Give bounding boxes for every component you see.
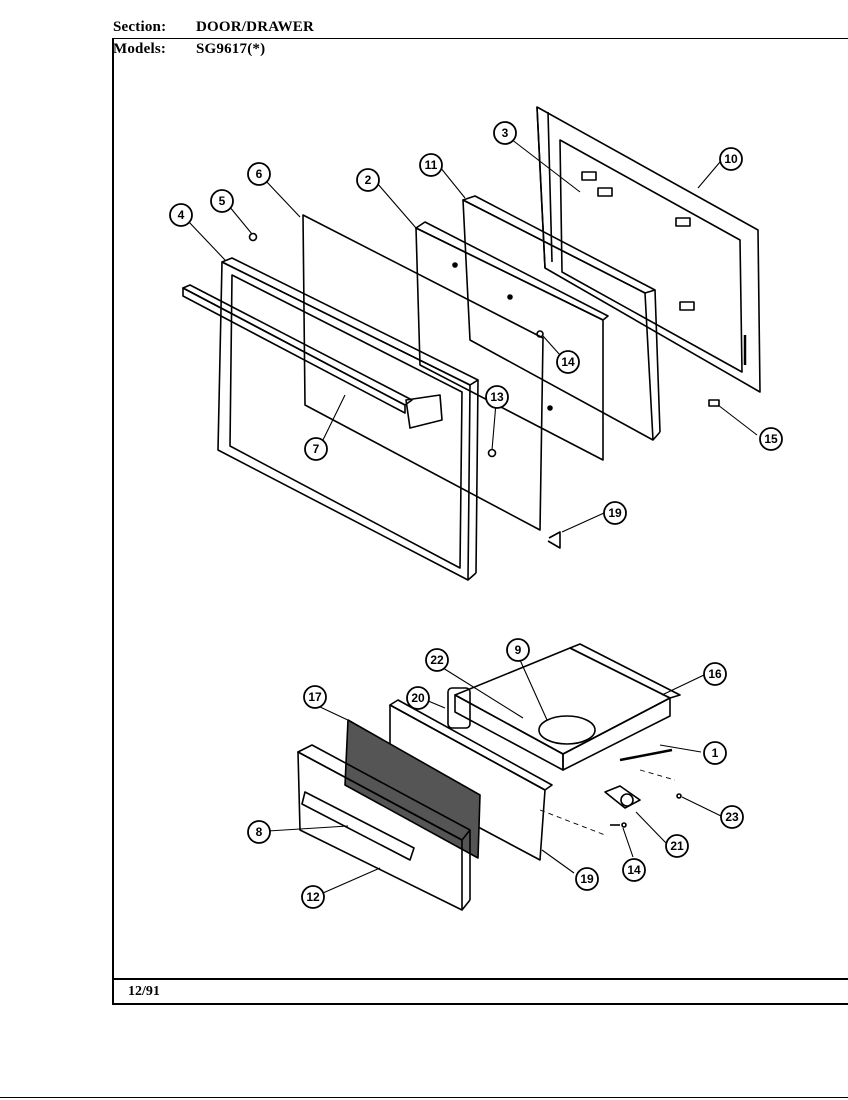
bracket-19 bbox=[547, 531, 561, 549]
callout-circle-door-13 bbox=[485, 385, 509, 409]
callout-circle-door-2 bbox=[356, 168, 380, 192]
callout-circle-drawer-12 bbox=[301, 885, 325, 909]
leader-lines bbox=[187, 138, 758, 894]
models-label: Models: bbox=[113, 41, 167, 57]
callout-circle-drawer-14 bbox=[622, 858, 646, 882]
callout-label-drawer-17: 17 bbox=[308, 690, 322, 704]
callout-label-drawer-20: 20 bbox=[411, 691, 425, 705]
models-value: SG9617(*) bbox=[196, 41, 266, 57]
callout-label-door-15: 15 bbox=[764, 432, 778, 446]
callout-label-drawer-8: 8 bbox=[256, 825, 263, 839]
callout-circle-door-4 bbox=[169, 203, 193, 227]
callout-circle-door-5 bbox=[210, 189, 234, 213]
callout-circle-door-14 bbox=[556, 350, 580, 374]
screw-13 bbox=[487, 448, 497, 458]
callout-circle-drawer-1 bbox=[703, 741, 727, 765]
callout-label-drawer-21: 21 bbox=[670, 839, 684, 853]
door-glass-panel-6 bbox=[302, 214, 544, 531]
callout-circle-drawer-23 bbox=[720, 805, 744, 829]
screw-14 bbox=[536, 330, 544, 338]
callout-label-drawer-14: 14 bbox=[627, 863, 641, 877]
callout-label-door-11: 11 bbox=[425, 158, 438, 172]
callout-label-door-6: 6 bbox=[256, 167, 263, 181]
guide-lines bbox=[539, 769, 676, 836]
section-header: Section: DOOR/DRAWER bbox=[113, 19, 314, 36]
callout-label-drawer-1: 1 bbox=[712, 746, 719, 760]
footer-rule-bottom bbox=[112, 1003, 848, 1005]
callout-circle-door-7 bbox=[304, 437, 328, 461]
callout-label-door-5: 5 bbox=[219, 194, 226, 208]
models-header: Models: SG9617(*) bbox=[113, 41, 265, 58]
callout-circle-drawer-16 bbox=[703, 662, 727, 686]
door-handle-bar bbox=[182, 284, 443, 429]
callout-label-door-3: 3 bbox=[502, 126, 509, 140]
callout-label-door-13: 13 bbox=[490, 390, 504, 404]
door-outer-frame bbox=[217, 257, 479, 581]
callout-label-drawer-16: 16 bbox=[708, 667, 722, 681]
drawer-body bbox=[454, 643, 681, 771]
door-inner-liner bbox=[462, 195, 661, 441]
callout-circle-door-15 bbox=[759, 427, 783, 451]
callout-label-door-7: 7 bbox=[313, 442, 320, 456]
callout-circle-drawer-21 bbox=[665, 834, 689, 858]
callout-circle-drawer-17 bbox=[303, 685, 327, 709]
clip-15 bbox=[708, 399, 720, 407]
screw-5 bbox=[248, 232, 258, 242]
callout-label-drawer-12: 12 bbox=[306, 890, 320, 904]
page-bottom-rule bbox=[0, 1097, 848, 1098]
callout-label-door-19: 19 bbox=[608, 506, 622, 520]
callout-label-drawer-9: 9 bbox=[515, 643, 522, 657]
callout-circle-door-3 bbox=[493, 121, 517, 145]
callout-group: 3 10 6 2 11 5 4 14 13 7 15 19 22 9 16 20 17 1 8 23 21 14 19 12 bbox=[169, 121, 783, 909]
section-label: Section: bbox=[113, 19, 167, 35]
callout-label-door-4: 4 bbox=[178, 208, 185, 222]
callout-label-door-2: 2 bbox=[365, 173, 372, 187]
callout-circle-drawer-8 bbox=[247, 820, 271, 844]
drawer-bracket bbox=[604, 785, 682, 828]
footer-date: 12/91 bbox=[128, 984, 160, 999]
section-value: DOOR/DRAWER bbox=[196, 19, 315, 35]
door-glass-panel-2 bbox=[415, 221, 609, 461]
callout-label-door-10: 10 bbox=[724, 152, 738, 166]
callout-circle-door-10 bbox=[719, 147, 743, 171]
footer-rule-top bbox=[112, 978, 848, 980]
callout-label-drawer-19: 19 bbox=[580, 872, 594, 886]
callout-circle-door-11 bbox=[419, 153, 443, 177]
callout-circle-drawer-22 bbox=[425, 648, 449, 672]
callout-circle-door-19 bbox=[603, 501, 627, 525]
callout-label-drawer-22: 22 bbox=[430, 653, 444, 667]
callout-circle-drawer-19 bbox=[575, 867, 599, 891]
callout-label-door-14: 14 bbox=[561, 355, 575, 369]
callout-circle-drawer-20 bbox=[406, 686, 430, 710]
drawer-front-panel bbox=[297, 744, 471, 911]
callout-circle-drawer-9 bbox=[506, 638, 530, 662]
callout-label-drawer-23: 23 bbox=[725, 810, 739, 824]
page-frame bbox=[112, 38, 848, 1004]
callout-circle-door-6 bbox=[247, 162, 271, 186]
